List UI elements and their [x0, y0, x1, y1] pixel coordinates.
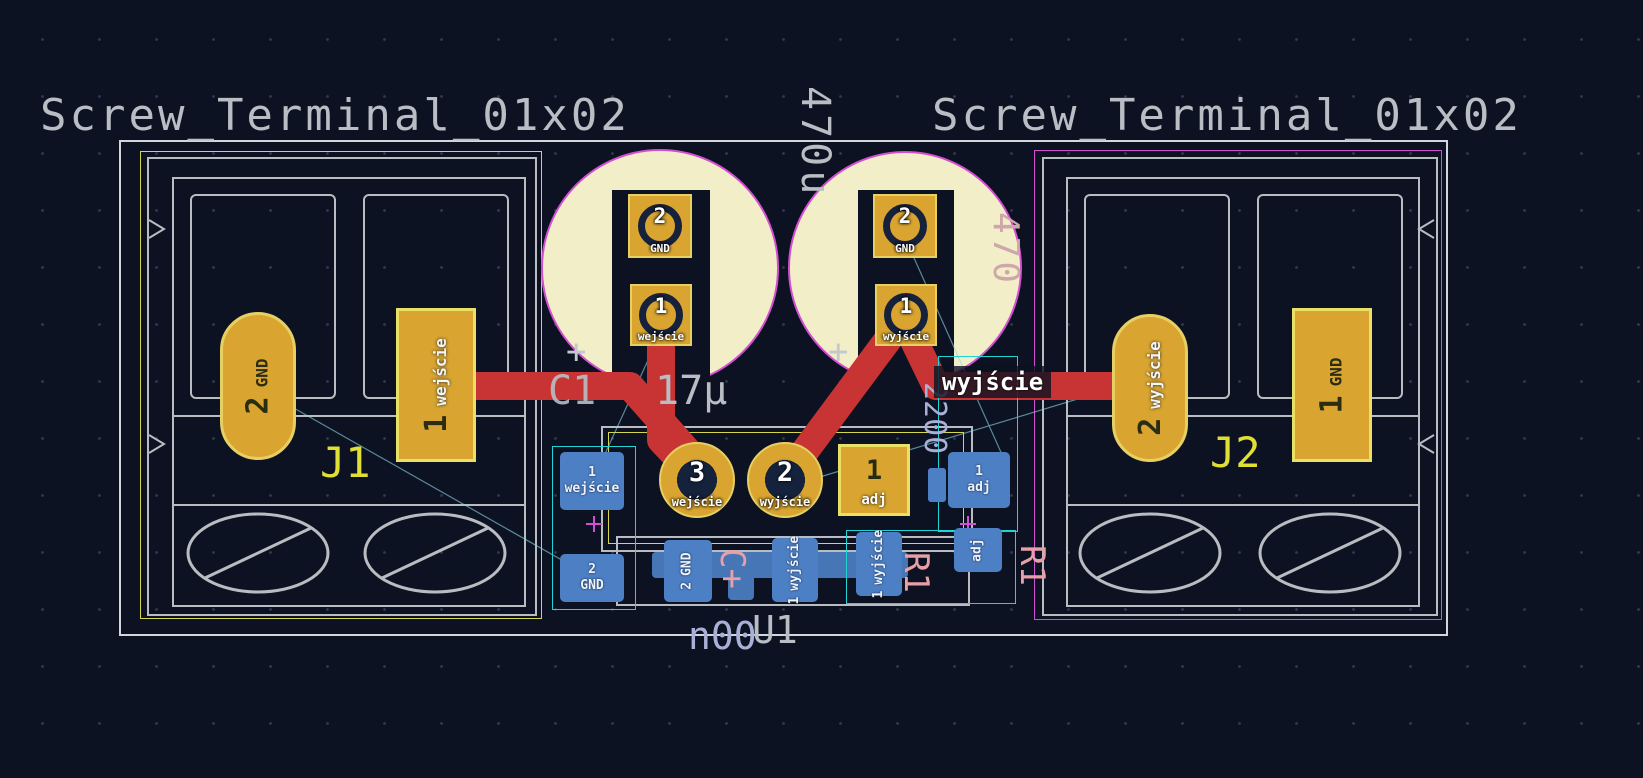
- j1-body-sides: [172, 413, 526, 504]
- aux-outline-left: [552, 446, 636, 610]
- j2-pad-2[interactable]: 2 wyjście: [1112, 314, 1188, 462]
- j1-pad-1[interactable]: 1 wejście: [396, 308, 476, 462]
- c2-pad1-hole: [884, 293, 928, 337]
- c2-pad-1[interactable]: 1 wyjście: [875, 284, 937, 346]
- u1-pad-2[interactable]: 2 wyjście: [747, 442, 823, 518]
- c2-polarity-plus: +: [828, 332, 849, 372]
- j1-upper-body: [172, 177, 526, 417]
- c1-pad1-hole: [639, 293, 683, 337]
- value-17u-text[interactable]: 17μ: [655, 368, 728, 414]
- j1-screw-body: [172, 504, 526, 607]
- j2-body-sides: [1066, 413, 1420, 504]
- j2-reference[interactable]: J2: [1210, 428, 1261, 477]
- c1-pad-1[interactable]: 1 wejście: [630, 284, 692, 346]
- u1-pad-3[interactable]: 3 wejście: [659, 442, 735, 518]
- back-pad-adj-a[interactable]: 1 adj: [948, 452, 1010, 508]
- c2-value-text[interactable]: 470: [985, 212, 1026, 287]
- back-pad-adj-b[interactable]: adj: [954, 528, 1002, 572]
- j2-upper-body: [1066, 177, 1420, 417]
- j2-screw-body: [1066, 504, 1420, 607]
- c2-pad-2[interactable]: 2 GND: [873, 194, 937, 258]
- back-pad-wejscie[interactable]: 1 wejście: [560, 452, 624, 510]
- c2-pad2-hole: [883, 204, 927, 248]
- terminal-notches: [148, 219, 1435, 454]
- net-label-wyjscie[interactable]: wyjście: [934, 366, 1052, 398]
- value-n00-text[interactable]: n00: [688, 614, 757, 658]
- board-edge-outline[interactable]: [119, 140, 1448, 636]
- j2-footprint-name[interactable]: Screw_Terminal_01x02: [932, 90, 1522, 141]
- r1-reference-b[interactable]: R1: [896, 552, 936, 593]
- r1-reference-a[interactable]: R1: [1012, 545, 1052, 586]
- c1-pad-2[interactable]: 2 GND: [628, 194, 692, 258]
- back-trace-stub[interactable]: [728, 552, 754, 600]
- j1-pad-2[interactable]: 2 GND: [220, 312, 296, 460]
- j1-footprint-name[interactable]: Screw_Terminal_01x02: [40, 90, 630, 141]
- cplus-text[interactable]: C+: [712, 548, 752, 589]
- back-pad-gnd-a[interactable]: 2 GND: [560, 554, 624, 602]
- u1-reference[interactable]: U1: [752, 608, 798, 652]
- j1-reference[interactable]: J1: [320, 438, 371, 487]
- c1-polarity-plus: +: [566, 332, 587, 372]
- c1-value-text[interactable]: 470u: [792, 86, 838, 199]
- aux-outline-bottom-right: [846, 530, 1016, 604]
- back-pad-small[interactable]: [928, 468, 946, 502]
- j2-pad-1[interactable]: 1 GND: [1292, 308, 1372, 462]
- c1-pad2-hole: [638, 204, 682, 248]
- u1-pad-1[interactable]: 1 adj: [838, 444, 910, 516]
- screw-slots: [186, 512, 1402, 594]
- value-c1-text[interactable]: C1: [548, 368, 597, 414]
